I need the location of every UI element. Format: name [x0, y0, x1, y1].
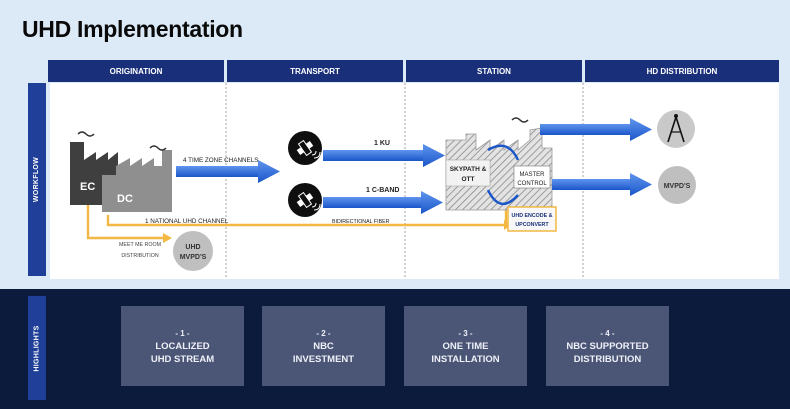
- highlight-card-2: - 2 - NBC INVESTMENT: [262, 306, 385, 386]
- highlight-number: - 2 -: [316, 328, 331, 338]
- highlight-line: ONE TIME: [442, 340, 489, 352]
- highlight-card-1: - 1 - LOCALIZED UHD STREAM: [121, 306, 244, 386]
- highlight-line: UHD STREAM: [150, 353, 215, 365]
- uhd-encode-label-1: UHD ENCODE &: [512, 213, 553, 219]
- cband-arrow-head: [421, 191, 443, 214]
- station-factory: [445, 117, 553, 211]
- dc-label: DC: [117, 193, 133, 205]
- uhd-mvpd-label-1: UHD: [185, 244, 200, 251]
- mvpd-node: [658, 166, 696, 204]
- mvpd-arrow-head: [630, 173, 652, 196]
- ec-label: EC: [80, 181, 95, 193]
- uhd-encode-label-2: UPCONVERT: [515, 222, 549, 228]
- satellite-cband-icon: [288, 183, 322, 217]
- gold-arrowhead-uhd: [163, 233, 172, 243]
- highlight-line: DISTRIBUTION: [573, 353, 642, 365]
- highlight-number: - 3 -: [458, 328, 473, 338]
- mvpd-label: MVPD'S: [664, 183, 691, 190]
- antenna-icon: [657, 110, 695, 148]
- meet-me-label-2: DISTRIBUTION: [121, 253, 159, 259]
- cband-arrow-body: [323, 197, 423, 208]
- skypath-label-2: OTT: [462, 176, 475, 183]
- time-zone-arrow-head: [258, 160, 280, 183]
- highlight-number: - 1 -: [175, 328, 190, 338]
- bidirectional-fiber-label: BIDIRECTIONAL FIBER: [332, 219, 390, 225]
- national-channel-label: 1 NATIONAL UHD CHANNEL: [145, 218, 229, 225]
- station-loop-bottom: [486, 189, 519, 205]
- ku-arrow-body: [323, 150, 425, 161]
- antenna-arrow-body: [540, 124, 632, 135]
- ku-arrow-head: [423, 144, 445, 167]
- column-header-origination: ORIGINATION: [48, 60, 224, 82]
- skypath-label-1: SKYPATH &: [450, 166, 487, 173]
- satellite-ku-icon: [288, 131, 322, 165]
- column-header-station: STATION: [406, 60, 582, 82]
- highlight-line: INVESTMENT: [292, 353, 355, 365]
- highlight-card-3: - 3 - ONE TIME INSTALLATION: [404, 306, 527, 386]
- workflow-sidebar: WORKFLOW: [28, 83, 46, 276]
- highlights-sidebar: HIGHLIGHTS: [28, 296, 46, 400]
- meet-me-label-1: MEET ME ROOM: [119, 242, 161, 248]
- highlight-card-4: - 4 - NBC SUPPORTED DISTRIBUTION: [546, 306, 669, 386]
- cband-label: 1 C-BAND: [366, 187, 399, 194]
- skypath-box: [445, 159, 491, 187]
- highlight-line: NBC SUPPORTED: [566, 340, 649, 352]
- uhd-mvpd-node: [173, 231, 213, 271]
- station-loop-top: [487, 144, 520, 161]
- uhd-encode-box: [507, 206, 557, 232]
- master-control-box: [513, 165, 551, 189]
- highlight-line: LOCALIZED: [155, 340, 210, 352]
- antenna-arrow-head: [630, 118, 652, 141]
- master-control-label-1: MASTER: [519, 172, 545, 178]
- highlight-line: INSTALLATION: [431, 353, 500, 365]
- column-header-hd-distribution: HD DISTRIBUTION: [585, 60, 779, 82]
- highlight-number: - 4 -: [600, 328, 615, 338]
- page-title: UHD Implementation: [22, 16, 243, 42]
- master-control-label-2: CONTROL: [517, 181, 547, 187]
- column-header-transport: TRANSPORT: [227, 60, 403, 82]
- highlight-line: NBC: [313, 340, 334, 352]
- time-zone-label: 4 TIME ZONE CHANNELS: [183, 157, 258, 164]
- uhd-mvpd-label-2: MVPD'S: [180, 254, 207, 261]
- highlights-label: HIGHLIGHTS: [33, 324, 41, 372]
- highlights-section: [0, 289, 790, 409]
- ku-label: 1 KU: [374, 140, 390, 147]
- mvpd-arrow-body: [552, 179, 632, 190]
- time-zone-arrow-body: [176, 166, 260, 177]
- origination-factory: [70, 131, 172, 212]
